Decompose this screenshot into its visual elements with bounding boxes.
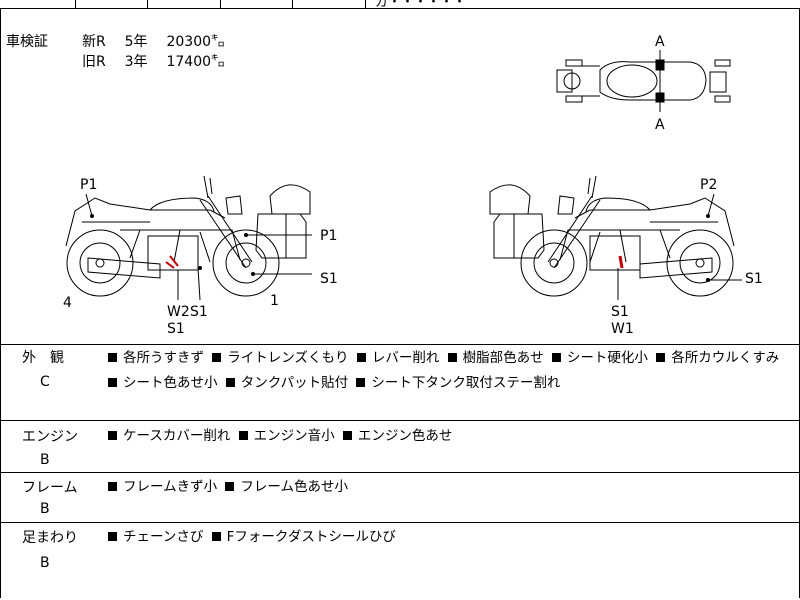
item: タンクパット貼付	[240, 375, 349, 391]
section-grade: C	[40, 374, 50, 390]
section-items: チェーンさび Fフォークダストシールひび	[104, 525, 794, 550]
item: チェーンさび	[123, 529, 204, 545]
top-view-bike	[556, 50, 731, 112]
leader-lines	[85, 193, 742, 301]
mark-a-bottom: A	[655, 117, 665, 133]
section-divider	[0, 420, 800, 421]
header-fragment-text: ガ・・・・・・	[375, 0, 467, 10]
section-divider	[0, 344, 800, 345]
mark-w2: W2	[167, 304, 190, 320]
divider	[365, 0, 366, 8]
mark-p2: P2	[700, 177, 718, 193]
right-side-bike	[489, 175, 735, 297]
shaken-years: 3年	[124, 54, 148, 70]
shaken-label: 車検証	[6, 34, 48, 50]
divider	[220, 0, 221, 8]
shaken-years: 5年	[124, 34, 148, 50]
divider	[147, 0, 148, 8]
section-divider	[0, 522, 800, 523]
item: フレームきず小	[123, 479, 218, 495]
mark-p1-bag: P1	[320, 228, 338, 244]
shaken-row: 旧R 3年 17400㌔	[82, 52, 225, 72]
item: 樹脂部色あせ	[462, 350, 544, 366]
header-strip: ガ・・・・・・	[0, 0, 800, 10]
mark-p1-seat: P1	[80, 177, 98, 193]
mark-s1-right-right: S1	[745, 271, 763, 287]
item: シート色あせ小	[123, 375, 218, 391]
item: ケースカバー削れ	[123, 428, 231, 444]
item: シート硬化小	[566, 350, 648, 366]
section-divider	[0, 472, 800, 473]
item: シート下タンク取付ステー割れ	[371, 375, 561, 391]
mark-s1-right: S1	[611, 304, 629, 320]
shaken-type: 新R	[82, 34, 106, 50]
mark-s1-left-right: S1	[320, 271, 338, 287]
mark-w1: W1	[611, 321, 634, 337]
mark-s1-left-b: S1	[167, 321, 185, 337]
item: ライトレンズくもり	[227, 350, 349, 366]
shaken-km: 20300㌔	[166, 34, 226, 50]
section-items: ケースカバー削れ エンジン音小 エンジン色あせ	[104, 424, 794, 449]
item: エンジン音小	[253, 428, 335, 444]
item: フレーム色あせ小	[240, 479, 349, 495]
divider	[75, 0, 76, 8]
section-items: フレームきず小 フレーム色あせ小	[104, 475, 794, 500]
left-side-bike	[65, 175, 311, 297]
section-title: 外 観	[22, 350, 64, 366]
item: エンジン色あせ	[357, 428, 453, 444]
section-grade: B	[40, 501, 50, 517]
section-title: フレーム	[22, 480, 78, 496]
shaken-type: 旧R	[82, 54, 106, 70]
item: 各所カウルくすみ	[671, 350, 780, 366]
section-items: 各所うすきず ライトレンズくもり レバー削れ 樹脂部色あせ シート硬化小 各所カ…	[104, 346, 794, 396]
section-grade: B	[40, 452, 50, 468]
point-dots	[90, 214, 710, 282]
shaken-row: 新R 5年 20300㌔	[82, 32, 225, 52]
item: 各所うすきず	[123, 350, 204, 366]
divider	[292, 0, 293, 8]
section-title: エンジン	[22, 429, 78, 445]
motorcycle-diagram	[65, 50, 742, 301]
shaken-km: 17400㌔	[166, 54, 226, 70]
item: レバー削れ	[371, 350, 440, 366]
mark-4: 4	[63, 295, 72, 311]
mark-1: 1	[270, 293, 279, 309]
section-title: 足まわり	[22, 530, 78, 546]
mark-s1-left-a: S1	[190, 304, 208, 320]
section-grade: B	[40, 555, 50, 571]
item: Fフォークダストシールひび	[226, 529, 396, 545]
mark-a-top: A	[655, 34, 665, 50]
